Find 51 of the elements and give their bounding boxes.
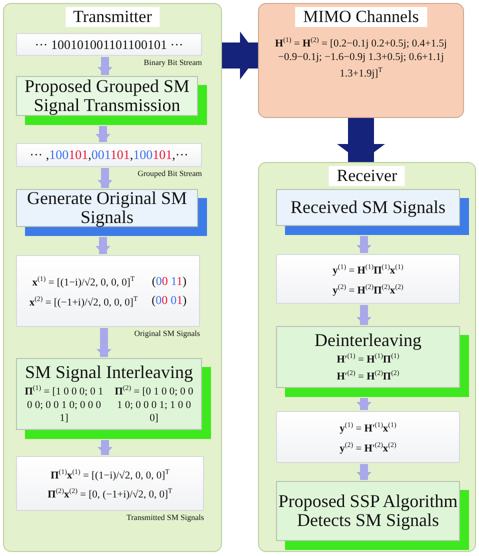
formula-box	[16, 456, 204, 511]
panel-title: Transmitter	[65, 7, 160, 27]
arrow	[356, 464, 372, 480]
caption-label: Binary Bit Stream	[144, 58, 202, 67]
arrow	[356, 305, 372, 325]
matrix-formula: Π$^{(2)}$ = [0 1 0 0; 0 0 1 0; 0 0 0 1; 1 0 0 0]	[114, 383, 194, 425]
arrow	[96, 237, 110, 254]
group-panel	[258, 162, 476, 552]
bit-stream: ··· 100101001101100101 ···	[34, 36, 184, 52]
formula: y$^{(2)}$ = H′$^{(2)}$x$^{(2)}$	[340, 440, 396, 455]
formula: Π$^{(1)}$x$^{(1)}$ = [(1−i)/√2, 0, 0, 0]$^{T}$	[50, 466, 170, 482]
process-title: Deinterleaving	[314, 331, 422, 350]
arrow	[96, 126, 110, 142]
block-arrow	[222, 32, 258, 80]
formula: y$^{(1)}$ = H′$^{(1)}$x$^{(1)}$	[340, 420, 396, 436]
formula-box	[276, 411, 460, 463]
process-title: Proposed SSP Algorithm Detects SM Signals	[277, 492, 459, 530]
matrix-formula: Π$^{(1)}$ = [1 0 0 0; 0 1 0 0; 0 0 1 0; 0 0 0 1]	[24, 383, 104, 425]
formula: Π$^{(2)}$x$^{(2)}$ = [0, (−1+i)/√2, 0, 0]$^{T}$	[48, 486, 172, 502]
arrow	[98, 57, 112, 75]
group-panel	[258, 3, 464, 118]
formula-box	[16, 255, 200, 327]
process-title: Received SM Signals	[290, 198, 446, 217]
panel-title: MIMO Channels	[295, 7, 427, 27]
caption-label: Transmitted SM Signals	[126, 513, 204, 522]
arrow	[356, 398, 372, 410]
caption-label: Original SM Signals	[134, 329, 200, 338]
formula: x$^{(1)}$ = [(1−i)/√2, 0, 0, 0]$^{T}$	[31, 274, 136, 290]
arrow	[98, 168, 112, 188]
bit-stream: ··· ,100101,001101,100101,···	[30, 147, 188, 163]
matrix-formula: H′$^{(1)}$ = H$^{(1)}$Π$^{(1)}$	[336, 351, 400, 366]
bit-pair: (00 01)	[152, 294, 187, 308]
matrix-formula: H′$^{(2)}$ = H$^{(2)}$Π$^{(2)}$	[336, 368, 400, 383]
formula-box	[16, 143, 202, 167]
matrix-formula: H$^{(1)}$ = H$^{(2)}$ = [0.2−0.1j 0.2+0.5j; 0.4+1.5j −0.9−0.1j; −1.6−0.9j 1.3+0.5j; 0.6+1.1j 1.3+1.9j]$^{T}$	[274, 35, 448, 80]
group-panel	[3, 3, 222, 552]
arrow	[98, 440, 112, 455]
arrow	[96, 328, 112, 357]
formula-box	[16, 33, 202, 56]
arrow	[356, 236, 372, 253]
process-title: Generate Original SM Signals	[26, 189, 188, 227]
process-title: Proposed Grouped SM Signal Transmission	[24, 77, 190, 115]
formula: y$^{(2)}$ = H$^{(2)}$Π$^{(2)}$x$^{(2)}$	[332, 282, 404, 297]
formula-box	[276, 254, 460, 304]
bit-pair: (00 11)	[152, 274, 187, 288]
formula: y$^{(1)}$ = H$^{(1)}$Π$^{(1)}$x$^{(1)}$	[332, 262, 404, 278]
block-arrow	[337, 118, 385, 162]
caption-label: Grouped Bit Stream	[138, 169, 202, 178]
process-title: SM Signal Interleaving	[24, 363, 194, 382]
panel-title: Receiver	[328, 166, 406, 186]
formula: x$^{(2)}$ = [(−1+i)/√2, 0, 0, 0]$^{T}$	[29, 294, 138, 309]
